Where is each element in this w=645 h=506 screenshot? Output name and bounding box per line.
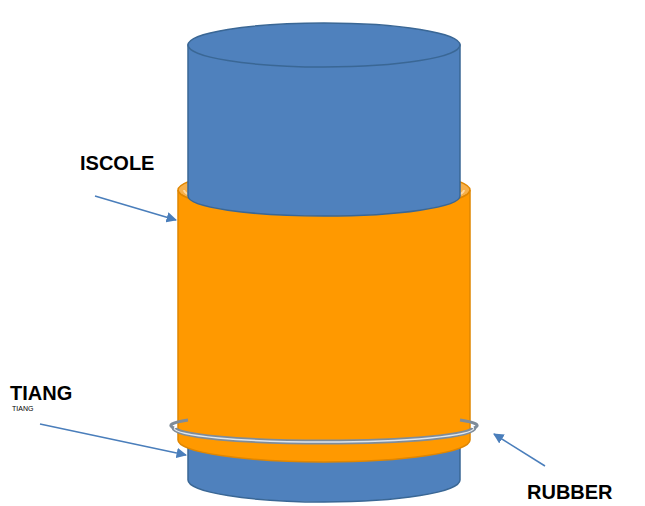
- leader-arrow: [494, 434, 545, 466]
- rubber-ring: [171, 420, 477, 442]
- leader-arrow: [95, 196, 176, 220]
- part-label: RUBBER: [527, 481, 613, 503]
- part-label: TIANG: [10, 382, 72, 404]
- leader-arrow: [40, 424, 186, 455]
- small-label: TIANG: [12, 405, 33, 413]
- part-label: ISCOLE: [80, 152, 154, 174]
- pole-upper: [188, 23, 460, 216]
